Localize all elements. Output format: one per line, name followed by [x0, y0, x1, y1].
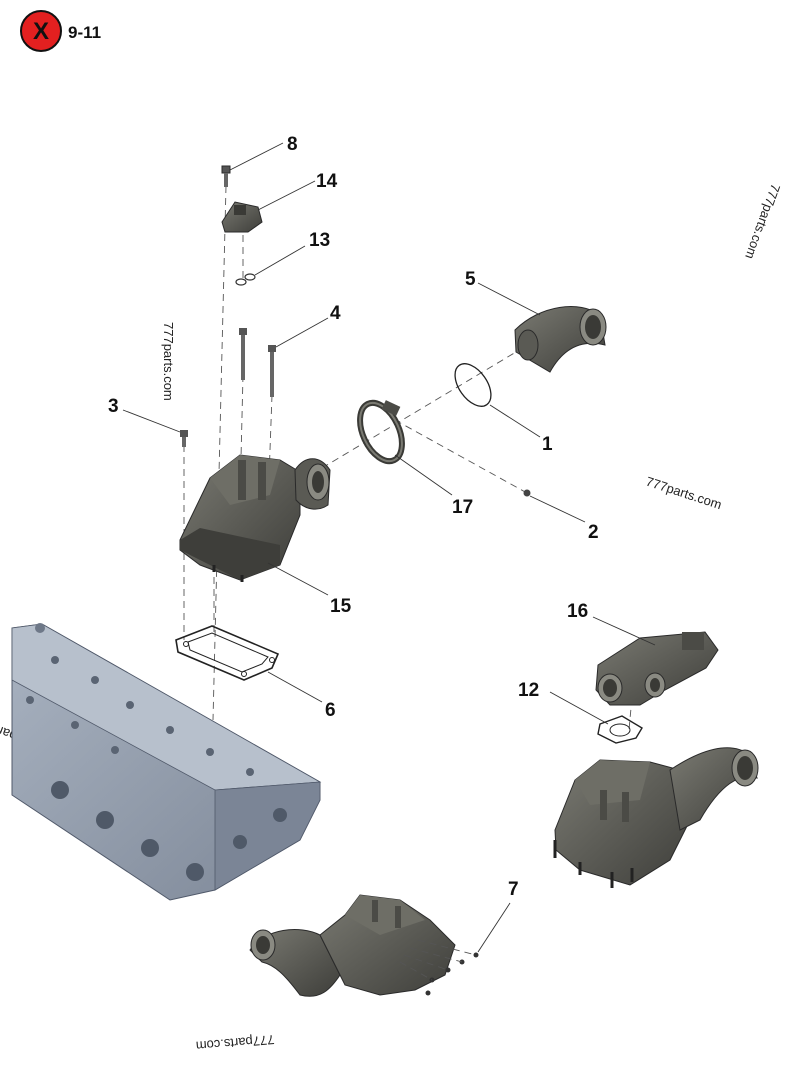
elbow-part-5 [514, 306, 607, 373]
gasket-part-6 [175, 625, 280, 681]
callout-17: 17 [452, 497, 473, 518]
o-ring-part-13 [235, 273, 256, 286]
close-icon[interactable] [20, 10, 62, 52]
assembled-manifold [553, 747, 759, 888]
callout-14: 14 [316, 171, 338, 192]
callout-5: 5 [465, 269, 476, 290]
close-glyph: X [33, 18, 49, 45]
watermark-3: 777parts.com [644, 474, 724, 513]
callout-6: 6 [325, 700, 336, 721]
clamp-part-17 [357, 399, 405, 465]
bolts-part-4 [239, 328, 276, 397]
callout-7: 7 [508, 879, 519, 900]
valve-housing-part-16 [595, 631, 719, 706]
cylinder-head-block [11, 623, 322, 901]
diagram-code: 9-11 [68, 23, 101, 42]
callout-16: 16 [567, 601, 588, 622]
assembled-manifold-lower [249, 894, 456, 997]
studs-part-7 [399, 939, 479, 996]
callout-8: 8 [287, 134, 298, 155]
seal-ring-part-1 [454, 363, 492, 407]
callout-12: 12 [518, 680, 539, 701]
close-button[interactable]: X [20, 10, 62, 52]
callout-15: 15 [330, 596, 352, 617]
watermark-4: 777parts.com [195, 1032, 275, 1054]
callout-4: 4 [330, 303, 341, 324]
callout-1: 1 [542, 434, 553, 455]
sensor-part-14 [221, 201, 263, 233]
callout-2: 2 [588, 522, 599, 543]
watermark-2: 777parts.com [742, 182, 783, 261]
bolt-part-8 [221, 165, 231, 187]
assembly-lines [183, 185, 634, 731]
callout-13: 13 [309, 230, 330, 251]
watermark-1: 777parts.com [161, 322, 176, 401]
manifold-part-15 [179, 454, 331, 582]
bolt-part-3 [180, 430, 188, 447]
pin-part-2 [523, 489, 531, 497]
gasket-part-12 [597, 715, 643, 744]
callout-3: 3 [108, 396, 119, 417]
